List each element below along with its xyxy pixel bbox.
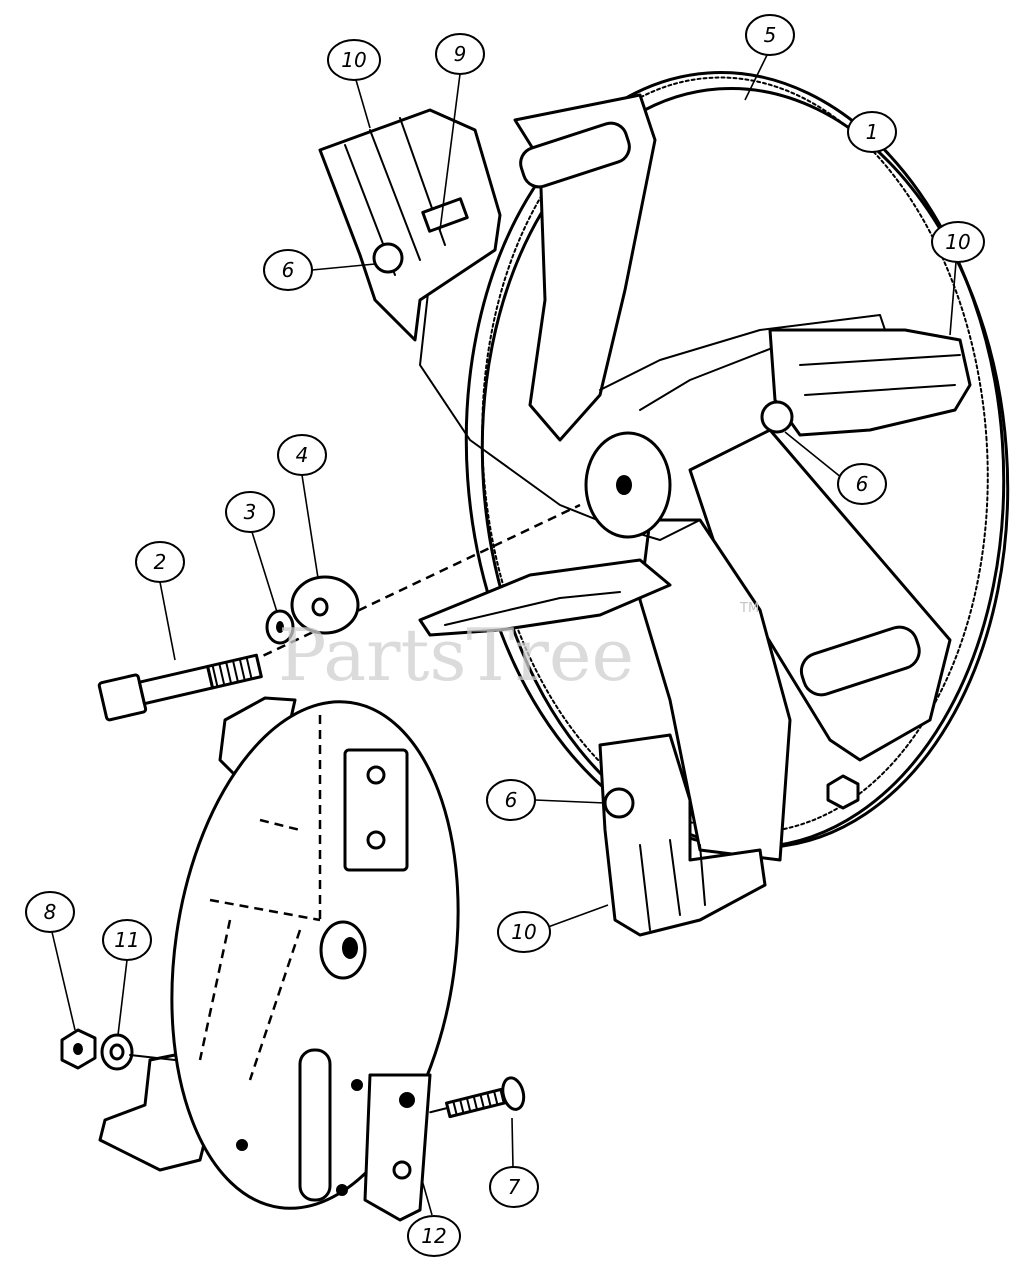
plate-dashed-lines (198, 715, 322, 1081)
right-paddle-ribs (799, 354, 961, 396)
svg-text:1: 1 (866, 120, 879, 144)
washer-to-bracket-line (129, 1054, 176, 1061)
callout-10b: 10 (931, 221, 985, 336)
nut-hole (73, 1043, 83, 1055)
callout-10a: 10 (327, 39, 381, 129)
upper-tab (343, 748, 409, 872)
bent-rod-2 (599, 314, 886, 411)
left-fork-slot (444, 591, 621, 626)
plate-slot (298, 1048, 332, 1202)
svg-text:9: 9 (454, 42, 467, 66)
svg-text:8: 8 (44, 900, 57, 924)
callout-6b: 6 (784, 431, 887, 505)
callout-1: 1 (847, 111, 897, 153)
callout-7: 7 (489, 1117, 539, 1208)
svg-text:10: 10 (945, 230, 970, 254)
svg-text:10: 10 (341, 48, 366, 72)
bent-rod-1 (419, 274, 701, 541)
svg-text:4: 4 (296, 443, 309, 467)
back-plate-assembly (98, 696, 460, 1222)
callout-6a: 6 (263, 249, 376, 291)
lower-paddle-block (598, 733, 767, 937)
svg-text:6: 6 (282, 258, 295, 282)
paddle-slot (421, 197, 469, 233)
svg-text:2: 2 (154, 550, 167, 574)
lower-tab-12 (363, 1073, 432, 1222)
paddle-bolt-right (760, 400, 794, 434)
callout-5: 5 (744, 14, 795, 101)
lower-paddle-ribs (639, 839, 706, 931)
svg-text:7: 7 (508, 1175, 521, 1199)
center-hub-hole (616, 475, 632, 495)
watermark-text: PartsTree (278, 613, 634, 697)
svg-text:5: 5 (764, 23, 777, 47)
svg-text:6: 6 (505, 788, 518, 812)
callout-11: 11 (102, 919, 152, 1036)
svg-text:3: 3 (244, 500, 257, 524)
disc-hex-nut (826, 774, 860, 810)
centerline (249, 503, 581, 664)
paddle-bolt-upper (372, 242, 404, 274)
svg-text:12: 12 (421, 1224, 446, 1248)
svg-text:6: 6 (856, 472, 869, 496)
callout-2: 2 (135, 541, 185, 661)
paddle-bolt-lower (603, 787, 635, 819)
impeller-assembly (318, 70, 1010, 937)
lower-blade-arm (638, 518, 792, 862)
upper-paddle-block (318, 108, 502, 342)
callout-10c: 10 (497, 904, 609, 953)
callout-8: 8 (25, 891, 76, 1031)
callouts: 1 2 3 4 5 6 (25, 14, 985, 1257)
hardware-stack (97, 503, 581, 722)
right-slot (799, 625, 921, 697)
callout-3: 3 (225, 491, 278, 613)
callout-4: 4 (277, 434, 327, 579)
svg-text:10: 10 (511, 920, 536, 944)
callout-6c: 6 (486, 779, 606, 821)
hex-bolt (97, 653, 263, 722)
svg-text:11: 11 (114, 928, 139, 952)
upper-slot (519, 121, 631, 189)
callout-9: 9 (435, 33, 485, 231)
watermark-trademark: TM (739, 601, 759, 616)
callout-12: 12 (407, 1179, 461, 1257)
screw (429, 1076, 526, 1119)
